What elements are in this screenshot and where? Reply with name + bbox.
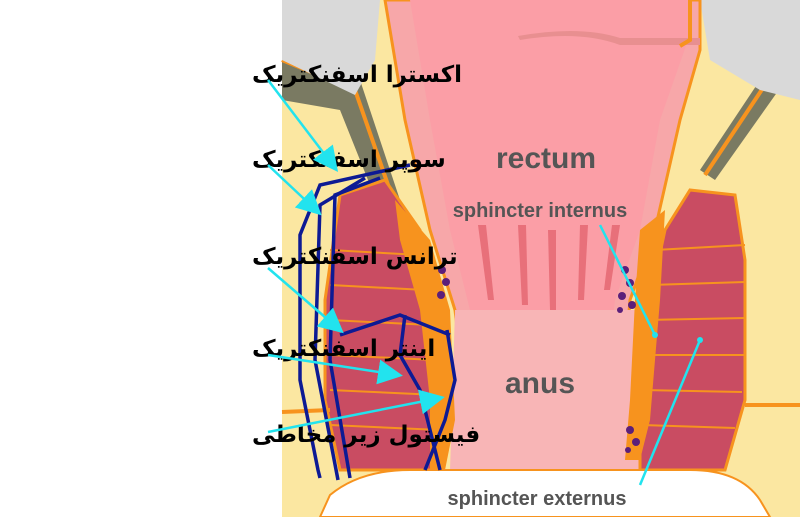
label-fistula-submucosal: فیستول زیر مخاطی xyxy=(252,422,480,448)
pointer-inter xyxy=(267,353,403,385)
pointer-dot-externus xyxy=(697,337,703,343)
pelvic-top-right xyxy=(700,0,800,100)
anal-columns xyxy=(478,225,620,310)
pointer-supra xyxy=(267,164,322,216)
label-sphincter-internus: sphincter internus xyxy=(453,200,627,222)
left-white-margin xyxy=(0,0,282,517)
label-fistula-trans: ترانس اسفنکتریک xyxy=(252,244,458,270)
english-pointers xyxy=(598,224,702,486)
tract-inter xyxy=(398,314,442,471)
label-anus: anus xyxy=(505,367,575,400)
label-sphincter-externus: sphincter externus xyxy=(448,488,627,510)
anal-glands xyxy=(437,266,640,453)
tract-trans xyxy=(339,313,451,337)
levator-left xyxy=(282,50,400,210)
label-fistula-supra: سوپر اسفنکتریک xyxy=(252,147,446,173)
internal-sphincter-right xyxy=(625,210,665,460)
persian-pointers xyxy=(267,79,445,434)
pointer-submucosal xyxy=(267,389,445,434)
tract-submucosal xyxy=(423,329,457,471)
label-rectum: rectum xyxy=(496,142,596,175)
pelvic-top-left xyxy=(282,0,380,95)
pointer-extra xyxy=(267,79,339,172)
pointer-trans xyxy=(267,267,344,334)
label-fistula-extra: اکسترا اسفنکتریک xyxy=(252,62,462,88)
pointer-dot-internus xyxy=(652,332,658,338)
rectal-fold-top xyxy=(678,0,692,48)
perineum-white xyxy=(318,469,772,517)
rectal-fold-right xyxy=(518,30,700,45)
label-fistula-inter: اینتر اسفنکتریک xyxy=(252,336,435,362)
tract-extra xyxy=(298,163,411,479)
anal-canal xyxy=(450,310,645,470)
